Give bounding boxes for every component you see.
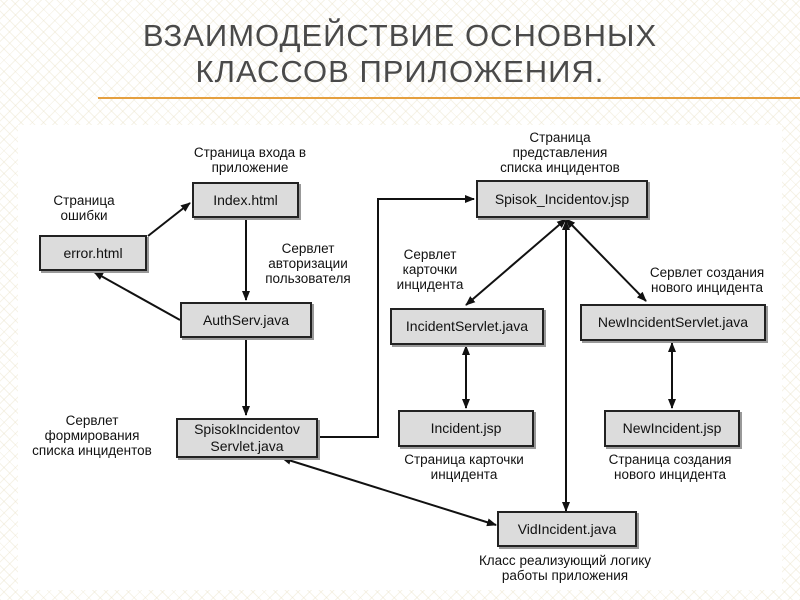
slide-title-line1: ВЗАИМОДЕЙСТВИЕ ОСНОВНЫХ <box>142 18 658 53</box>
slide-title-line2: КЛАССОВ ПРИЛОЖЕНИЯ. <box>195 54 605 89</box>
note-auth-servlet-line2: авторизации <box>268 256 348 271</box>
note-create-page-line1: Страница создания <box>608 452 732 467</box>
box-error-html: error.html <box>39 235 147 271</box>
arrow-authserv-to-error <box>93 271 181 321</box>
note-auth-servlet-line1: Сервлет <box>281 241 335 256</box>
box-spisok-incidentov-jsp: Spisok_Incidentov.jsp <box>476 180 648 218</box>
note-card-servlet-line2: карточки <box>402 262 458 277</box>
note-card-page: Страница карточки инцидента <box>384 452 544 482</box>
box-index-html: Index.html <box>192 182 299 218</box>
note-list-page-line3: списка инцидентов <box>500 160 620 175</box>
note-list-page: Страница представления списка инцидентов <box>480 130 640 175</box>
note-card-page-line2: инцидента <box>430 467 498 482</box>
note-auth-servlet-line3: пользователя <box>265 271 351 286</box>
note-list-page-line1: Страница <box>529 130 591 145</box>
box-authserv-java: AuthServ.java <box>180 302 312 338</box>
note-list-servlet: Сервлет формирования списка инцидентов <box>12 413 172 458</box>
note-login-page-line2: приложение <box>211 160 289 175</box>
arrow-spisokjsp-incidentservlet <box>465 218 567 306</box>
note-create-servlet-line2: нового инцидента <box>650 280 764 295</box>
box-vidincident-java: VidIncident.java <box>497 511 637 547</box>
note-login-page: Страница входа в приложение <box>180 145 320 175</box>
arrow-spisokservlet-to-spisokjsp <box>318 195 475 438</box>
note-auth-servlet: Сервлет авторизации пользователя <box>248 241 368 286</box>
note-error-page: Страница ошибки <box>34 193 134 223</box>
note-list-servlet-line1: Сервлет <box>65 413 119 428</box>
box-newincident-jsp: NewIncident.jsp <box>604 410 740 447</box>
note-login-page-line1: Страница входа в <box>193 145 307 160</box>
note-create-page-line2: нового инцидента <box>613 467 727 482</box>
note-logic-class: Класс реализующий логику работы приложен… <box>450 553 680 583</box>
note-create-servlet: Сервлет создания нового инцидента <box>634 265 780 295</box>
note-error-page-line2: ошибки <box>60 208 108 223</box>
note-create-page: Страница создания нового инцидента <box>590 452 750 482</box>
note-card-servlet-line3: инцидента <box>396 277 464 292</box>
arrow-spisokservlet-vidincident <box>281 456 497 527</box>
note-card-servlet: Сервлет карточки инцидента <box>388 247 472 292</box>
arrow-spisokjsp-newincidentservlet <box>565 218 647 302</box>
box-spisokincidentov-servlet: SpisokIncidentov Servlet.java <box>176 418 318 458</box>
note-list-page-line2: представления <box>512 145 608 160</box>
note-logic-class-line2: работы приложения <box>501 568 629 583</box>
note-card-page-line1: Страница карточки <box>404 452 524 467</box>
title-divider <box>98 97 800 99</box>
note-card-servlet-line1: Сервлет <box>403 247 457 262</box>
arrow-error-to-index <box>147 202 191 237</box>
note-create-servlet-line1: Сервлет создания <box>649 265 765 280</box>
note-logic-class-line1: Класс реализующий логику <box>478 553 652 568</box>
note-list-servlet-line2: формирования <box>44 428 140 443</box>
box-incident-jsp: Incident.jsp <box>398 410 534 447</box>
box-incidentservlet-java: IncidentServlet.java <box>390 308 544 345</box>
note-list-servlet-line3: списка инцидентов <box>32 443 152 458</box>
note-error-page-line1: Страница <box>53 193 115 208</box>
box-newincidentservlet-java: NewIncidentServlet.java <box>580 304 766 341</box>
